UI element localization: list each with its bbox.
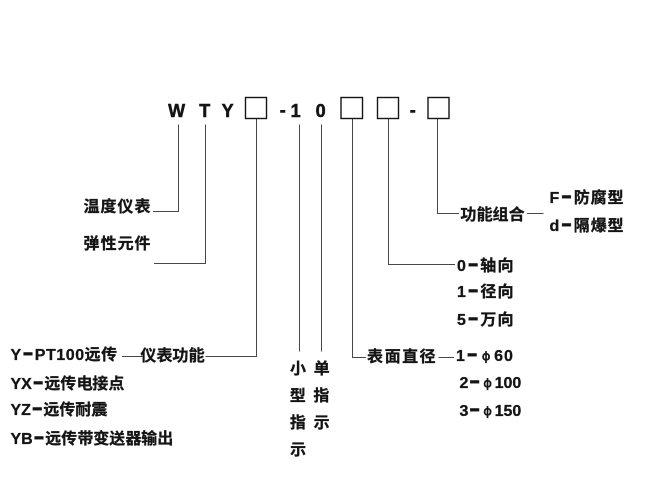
label-function-option-yx: YX-远传电接点 <box>10 370 125 395</box>
code-box-orientation <box>376 96 400 120</box>
label-orientation-option-1: 1-径向 <box>457 279 515 304</box>
code-box-surface-diameter <box>340 96 364 120</box>
label-single-indicator: 单指示 <box>313 355 330 435</box>
wire-instrument-function <box>205 119 257 357</box>
label-surface-diameter: 表面直径 <box>367 344 438 368</box>
label-instrument-function: 仪表功能 <box>140 343 205 367</box>
label-function-combination: 功能组合 <box>460 202 525 226</box>
code-box-instrument-function <box>244 96 268 120</box>
label-orientation-option-5: 5-万向 <box>457 306 515 331</box>
code-hyphen-2: - <box>409 99 417 120</box>
wire-temperature-instrument <box>153 124 179 212</box>
label-diameter-option-2: 2-φ100 <box>459 369 522 394</box>
label-diameter-option-1: 1-φ60 <box>456 342 514 367</box>
label-orientation-option-0: 0-轴向 <box>457 252 515 277</box>
wire-elastic-element <box>154 124 206 264</box>
code-letter-y: Y <box>221 101 234 121</box>
label-combination-option-f: F-防腐型 <box>549 185 625 209</box>
label-function-option-yz: YZ-远传耐震 <box>10 397 108 421</box>
label-small-indicator: 小型指示 <box>289 355 306 462</box>
label-temperature-instrument: 温度仪表 <box>83 194 152 218</box>
code-hyphen-1: - <box>279 99 287 120</box>
label-function-option-y: Y-PT100远传 <box>10 342 118 366</box>
code-letter-t: T <box>199 101 211 121</box>
label-function-option-yb: YB-远传带变送器输出 <box>10 425 174 450</box>
wire-orientation <box>388 119 455 265</box>
label-elastic-element: 弹性元件 <box>83 231 152 255</box>
code-letter-w: W <box>168 101 186 121</box>
label-combination-option-d: d-隔爆型 <box>549 213 625 237</box>
wire-function-combination <box>437 119 459 214</box>
wire-surface-diameter <box>352 119 366 358</box>
code-box-function-combination <box>427 96 450 120</box>
code-digit-single-indicator: 0 <box>315 101 326 121</box>
code-digit-small-indicator: 1 <box>290 101 301 121</box>
label-diameter-option-3: 3-φ150 <box>459 398 522 422</box>
